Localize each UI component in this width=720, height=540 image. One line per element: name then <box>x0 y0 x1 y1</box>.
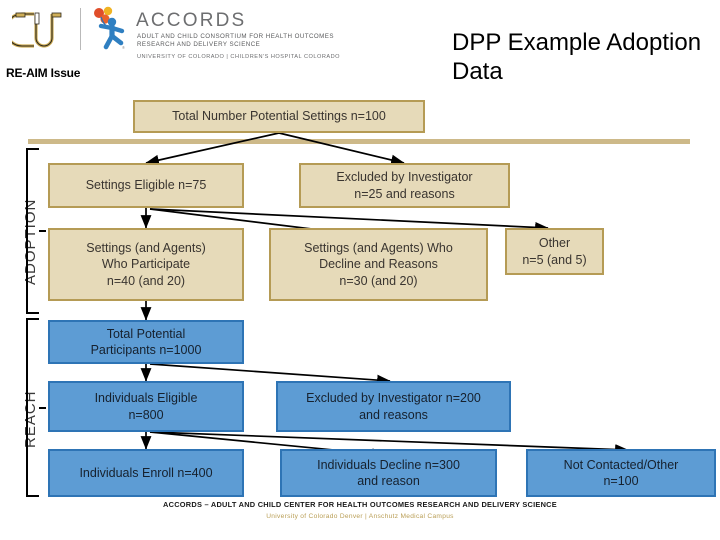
footer-line-1: ACCORDS – ADULT AND CHILD CENTER FOR HEA… <box>163 500 557 509</box>
svg-text:®: ® <box>122 45 125 50</box>
gold-divider-rule <box>28 139 690 144</box>
box-settings-eligible[interactable]: Settings Eligible n=75 <box>48 163 244 208</box>
adoption-bracket <box>26 148 46 314</box>
accords-tagline: ADULT AND CHILD CONSORTIUM FOR HEALTH OU… <box>137 33 334 49</box>
reach-bracket <box>26 318 46 497</box>
reaim-issue-label: RE-AIM Issue <box>6 66 81 80</box>
box-total-potential-settings[interactable]: Total Number Potential Settings n=100 <box>133 100 425 133</box>
accords-logo-lockup: ® ACCORDS ADULT AND CHILD CONSORTIUM FOR… <box>8 4 368 66</box>
cu-logo-icon <box>12 8 70 52</box>
accords-affiliation: UNIVERSITY OF COLORADO | CHILDREN'S HOSP… <box>137 54 340 60</box>
page-title: DPP Example Adoption Data <box>452 29 702 85</box>
accords-wordmark: ACCORDS <box>136 10 247 31</box>
footer-line-2: University of Colorado Denver | Anschutz… <box>266 513 454 520</box>
balloon-figure-icon: ® <box>94 6 125 50</box>
box-individuals-enroll[interactable]: Individuals Enroll n=400 <box>48 449 244 497</box>
logo-divider <box>80 8 81 50</box>
